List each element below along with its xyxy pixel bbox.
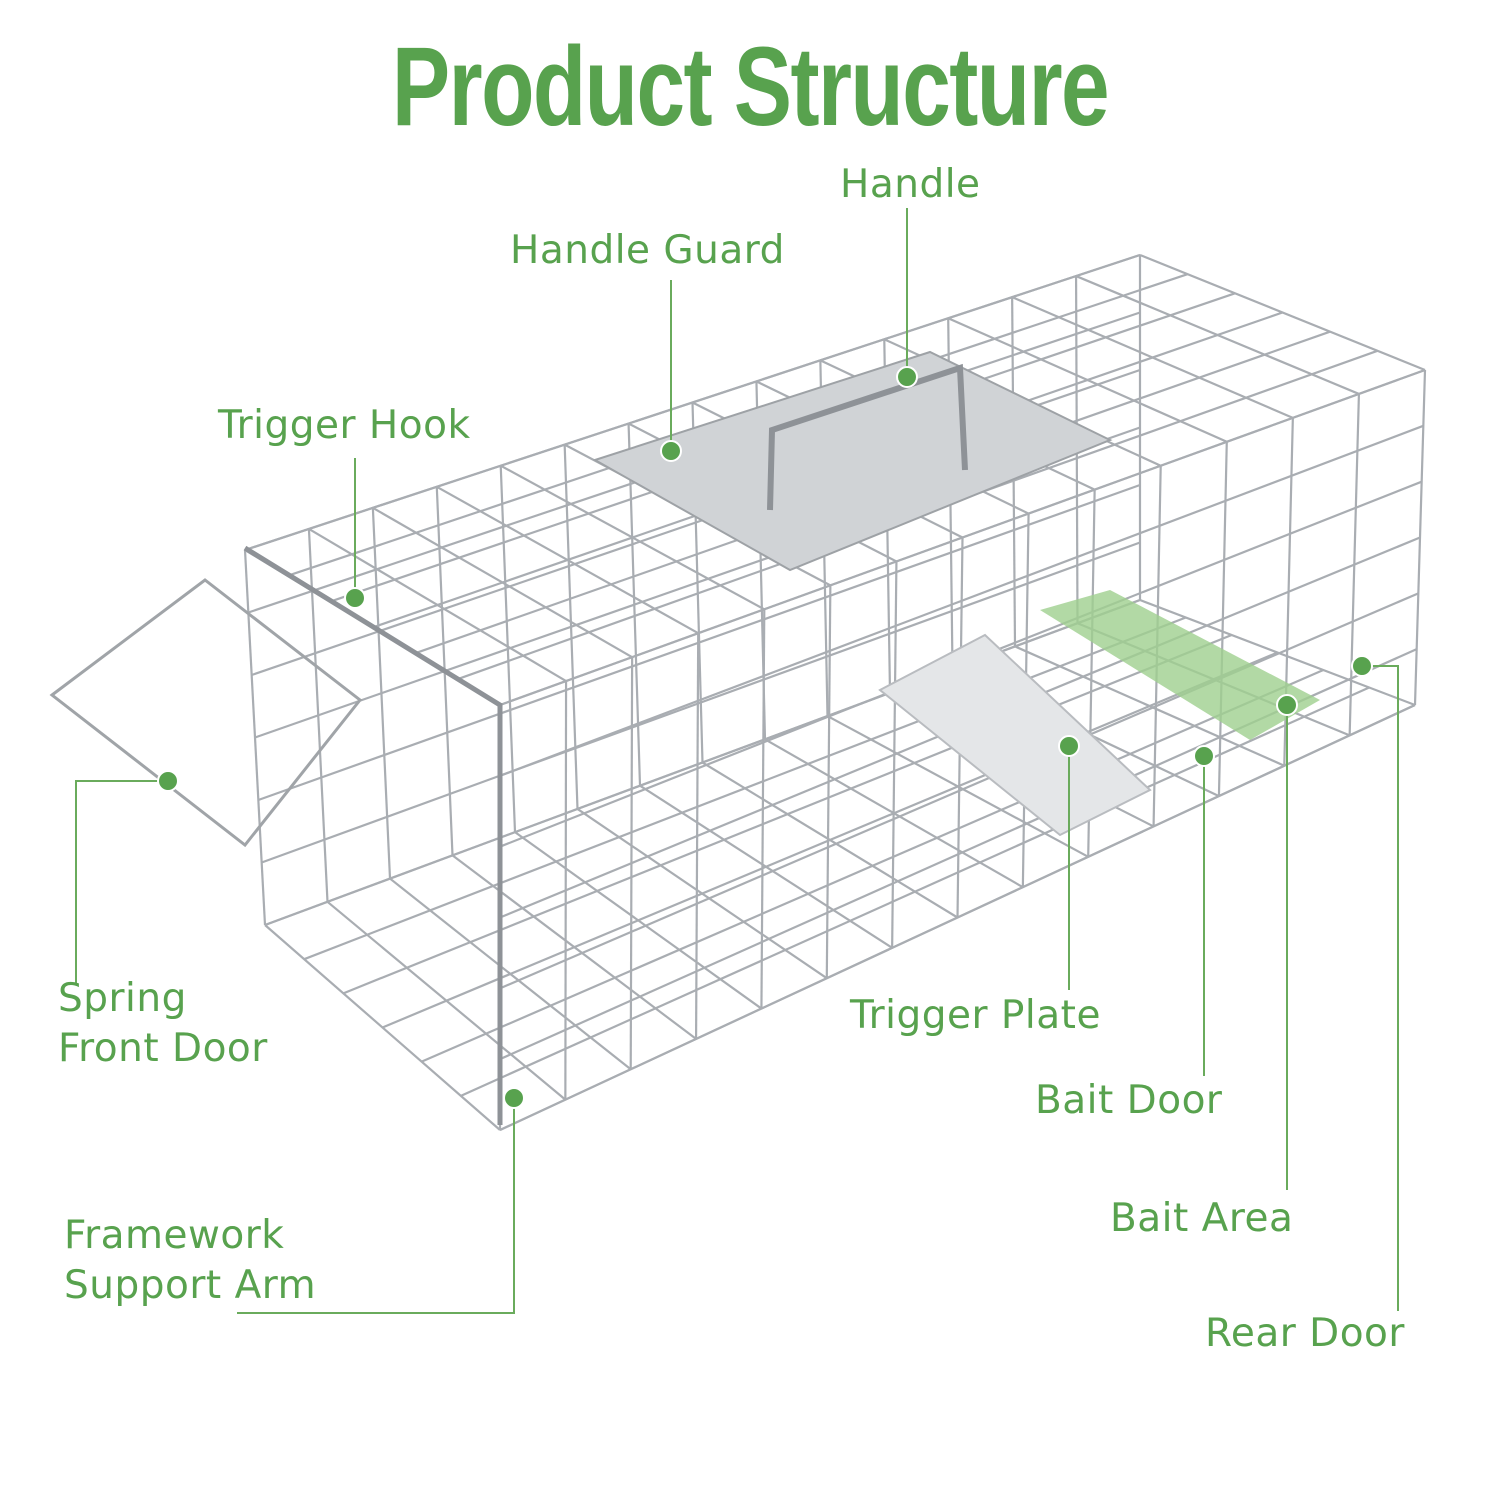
rear-door-marker — [1351, 655, 1373, 677]
handle-bar — [767, 363, 968, 511]
handle-leader-line — [906, 208, 908, 378]
bait-door-marker — [1193, 745, 1215, 767]
spring-front-door-marker — [157, 770, 179, 792]
cage-wire — [421, 668, 1324, 1063]
front-door — [49, 578, 363, 848]
bait-area-leader-line — [1286, 705, 1288, 1190]
cage-wire — [303, 616, 1187, 961]
bait-door-leader-line — [1203, 756, 1205, 1076]
framework-leader-line — [513, 1098, 515, 1314]
trigger-plate-shape — [878, 633, 1152, 837]
bait-area-plate — [1040, 590, 1320, 740]
label-handle-guard: Handle Guard — [510, 228, 785, 273]
label-trigger-hook: Trigger Hook — [218, 403, 471, 448]
trigger-hook-leader-line — [354, 458, 356, 598]
cage-wire — [499, 592, 1419, 990]
label-trigger-plate: Trigger Plate — [850, 993, 1101, 1038]
cage-wire — [382, 651, 1278, 1029]
label-rear-door: Rear Door — [1205, 1311, 1405, 1356]
label-spring: Spring — [58, 976, 187, 1021]
page-title: Product Structure — [391, 24, 1110, 149]
cage-wire — [499, 424, 1424, 777]
rear-door-leader-line-h — [1362, 665, 1399, 667]
handle-guard-marker — [660, 440, 682, 462]
trigger-hook-marker — [344, 587, 366, 609]
handle-guard-leader-line — [670, 280, 672, 451]
cage-wire — [261, 541, 1141, 864]
cage-wire — [499, 704, 1416, 1131]
rear-door-leader-line — [1397, 665, 1399, 1311]
bait-area-marker — [1276, 694, 1298, 716]
label-bait-area: Bait Area — [1110, 1196, 1294, 1241]
spring-front-door-leader-line — [75, 780, 77, 985]
cage-wire — [342, 633, 1233, 995]
label-front-door: Front Door — [58, 1026, 268, 1071]
cage-wire — [257, 483, 1141, 802]
cage-wire — [460, 686, 1370, 1097]
label-handle: Handle — [840, 162, 981, 207]
label-framework: Framework — [64, 1213, 285, 1258]
label-support-arm: Support Arm — [64, 1263, 317, 1308]
handle-marker — [896, 366, 918, 388]
handle-guard-plate — [592, 350, 1113, 572]
cage-wire — [244, 253, 1141, 552]
framework-leader-line-h — [237, 1312, 515, 1314]
framework-arm — [243, 545, 503, 1125]
label-bait-door: Bait Door — [1035, 1078, 1223, 1123]
trigger-plate-marker — [1058, 735, 1080, 757]
framework-marker — [503, 1087, 525, 1109]
trigger-plate-leader-line — [1068, 746, 1070, 990]
spring-front-door-leader-line-h — [75, 780, 168, 782]
cage-wire — [499, 368, 1426, 707]
